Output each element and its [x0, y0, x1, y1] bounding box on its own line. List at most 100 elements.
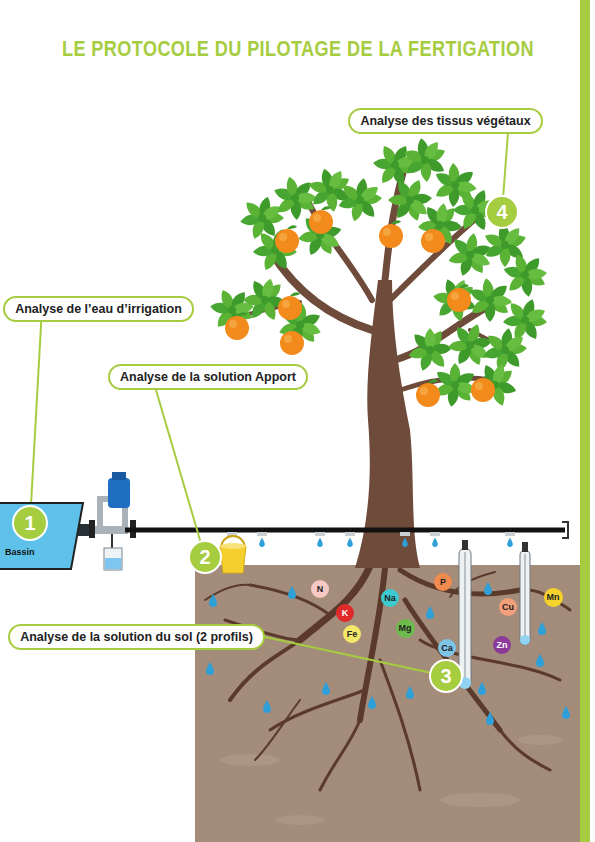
- tree-part: [355, 280, 420, 568]
- nutrient-badge: Cu: [499, 598, 517, 616]
- drip-line-part: [402, 538, 408, 547]
- nutrient-badge: K: [336, 604, 354, 622]
- soil-solution-samplers-part: [524, 554, 526, 636]
- tree-part: [247, 223, 302, 278]
- tree-part: [379, 220, 403, 248]
- water-drops-part: [484, 582, 492, 595]
- callout-number-text: 4: [496, 202, 507, 222]
- drip-line-part: [257, 532, 267, 536]
- leader-line: [265, 637, 429, 672]
- drip-line-part: [400, 532, 410, 536]
- leader-line: [156, 390, 200, 541]
- page-title: LE PROTOCOLE DU PILOTAGE DE LA FERTIGATI…: [0, 36, 595, 62]
- drip-line-part: [345, 532, 355, 536]
- tree-part: [225, 312, 249, 340]
- callout-box: Analyse de la solution Apport: [108, 364, 308, 390]
- nutrient-badge: Fe: [343, 625, 361, 643]
- nutrient-badge: P: [434, 573, 452, 591]
- drip-line-part: [430, 532, 440, 536]
- water-drops-part: [406, 686, 414, 699]
- basin-label: Bassin: [5, 547, 35, 558]
- callout-box: Analyse de l’eau d’irrigation: [3, 296, 194, 322]
- callout-text: Analyse de la solution Apport: [120, 370, 296, 384]
- nutrient-badge: Zn: [493, 636, 511, 654]
- leader-line: [503, 134, 508, 195]
- soil-solution-samplers-part: [462, 540, 468, 550]
- water-drops-part: [562, 706, 570, 719]
- water-drops-part: [288, 586, 296, 599]
- roots-part: [380, 660, 420, 790]
- soil-solution-samplers-part: [520, 635, 530, 645]
- nutrient-badge: Na: [381, 589, 399, 607]
- nutrient-badge: Ca: [438, 639, 456, 657]
- drip-line-part: [505, 532, 515, 536]
- sample-bucket-part: [220, 546, 246, 573]
- callout-number: 2: [188, 540, 222, 574]
- nutrient-symbol: N: [317, 585, 324, 594]
- drip-line-part: [432, 538, 438, 547]
- callout-number: 1: [12, 505, 48, 541]
- callout-number: 4: [485, 195, 519, 229]
- tree-part: [416, 379, 440, 407]
- callout-text: Analyse de l’eau d’irrigation: [15, 302, 182, 316]
- drip-line-part: [347, 538, 353, 547]
- callout-number-text: 3: [440, 666, 451, 686]
- nutrient-symbol: K: [342, 609, 349, 618]
- callout-text: Analyse des tissus végétaux: [360, 114, 530, 128]
- pump-injector-part: [104, 548, 122, 570]
- nutrient-badge: Mn: [544, 588, 563, 607]
- tree-part: [425, 270, 485, 330]
- callout-box: Analyse de la solution du sol (2 profils…: [8, 624, 265, 650]
- tree-part: [442, 318, 497, 373]
- water-drops-part: [486, 712, 494, 725]
- sample-bucket: [220, 536, 246, 573]
- water-drops-part: [322, 682, 330, 695]
- nutrient-symbol: Na: [384, 594, 396, 603]
- drip-line: [125, 522, 568, 547]
- roots-part: [405, 600, 500, 730]
- roots: [205, 566, 570, 790]
- water-drops-part: [206, 662, 214, 675]
- drip-line-part: [507, 538, 513, 547]
- basin-shape: [0, 503, 83, 569]
- callout-number-text: 2: [199, 547, 210, 567]
- water-drops-part: [368, 696, 376, 709]
- water-drops: [206, 582, 570, 725]
- leader-line: [31, 322, 41, 505]
- water-drops-part: [209, 594, 217, 607]
- callout-number: 3: [429, 659, 463, 693]
- tree: [201, 133, 556, 568]
- callout-number-text: 1: [24, 513, 35, 533]
- pump-injector-part: [97, 498, 103, 530]
- nutrient-symbol: Mn: [547, 593, 560, 602]
- nutrient-symbol: P: [440, 578, 446, 587]
- nutrient-badge: Mg: [396, 619, 415, 638]
- tree-part: [275, 225, 299, 253]
- sample-bucket-part: [220, 543, 246, 549]
- roots-part: [255, 700, 300, 760]
- roots-part: [360, 568, 385, 720]
- nutrient-symbol: Ca: [441, 644, 453, 653]
- pump-injector-part: [89, 520, 95, 538]
- soil-solution-samplers: [459, 540, 530, 689]
- roots-part: [500, 730, 550, 770]
- roots-part: [320, 720, 360, 790]
- soil-solution-samplers-part: [522, 542, 528, 552]
- tree-part: [309, 206, 333, 234]
- sample-bucket-part: [221, 536, 245, 548]
- drip-line-part: [125, 528, 565, 533]
- soil-part: [440, 793, 520, 807]
- nutrient-badge: N: [311, 580, 329, 598]
- pump-injector-part: [112, 472, 126, 480]
- water-drops-part: [263, 700, 271, 713]
- drip-line-part: [315, 532, 325, 536]
- nutrient-symbol: Fe: [347, 630, 358, 639]
- roots-part: [450, 572, 495, 597]
- title-text: LE PROTOCOLE DU PILOTAGE DE LA FERTIGATI…: [61, 36, 533, 62]
- tree-part: [421, 225, 445, 253]
- tree-part: [464, 354, 525, 415]
- roots-part: [270, 690, 365, 730]
- tree-part: [291, 206, 349, 264]
- side-bar: [580, 0, 590, 842]
